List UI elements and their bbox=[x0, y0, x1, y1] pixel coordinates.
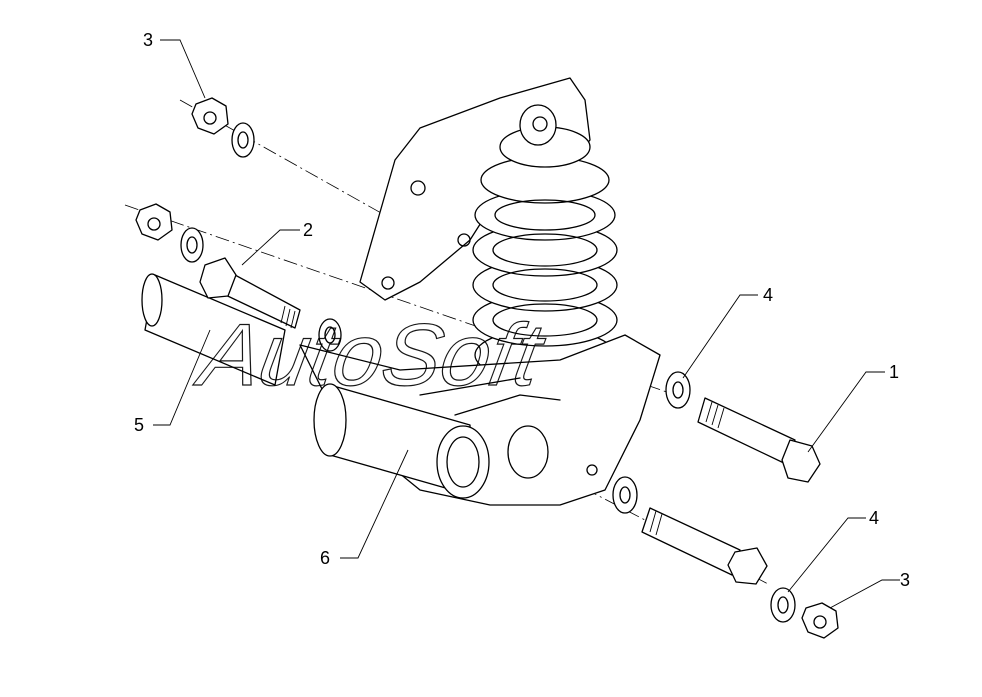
washer-mid bbox=[318, 318, 342, 352]
watermark-text: AutoSoft bbox=[189, 306, 552, 404]
callout-4-upper: 4 bbox=[763, 285, 773, 305]
bushing-6 bbox=[313, 383, 490, 499]
bolt-2 bbox=[199, 257, 301, 329]
callout-3-lower: 3 bbox=[900, 570, 910, 590]
nut-3-upper bbox=[191, 97, 229, 135]
washer-lower bbox=[612, 476, 638, 514]
callout-labels: 3 2 5 6 4 1 4 3 bbox=[134, 30, 910, 590]
callout-1: 1 bbox=[889, 362, 899, 382]
leader-lines bbox=[153, 39, 900, 609]
callout-4-lower: 4 bbox=[869, 508, 879, 528]
callout-5: 5 bbox=[134, 415, 144, 435]
nut-3-lower bbox=[801, 602, 839, 639]
washer-upper bbox=[231, 122, 255, 158]
nut-left bbox=[135, 203, 173, 241]
callout-6: 6 bbox=[320, 548, 330, 568]
washer-4-upper bbox=[665, 371, 691, 409]
bolt-lower bbox=[641, 507, 768, 585]
callout-3-upper: 3 bbox=[143, 30, 153, 50]
bolt-1 bbox=[697, 397, 821, 483]
pin-5 bbox=[141, 273, 286, 386]
callout-2: 2 bbox=[303, 220, 313, 240]
washer-left bbox=[180, 227, 204, 263]
washer-4-lower bbox=[770, 587, 796, 623]
